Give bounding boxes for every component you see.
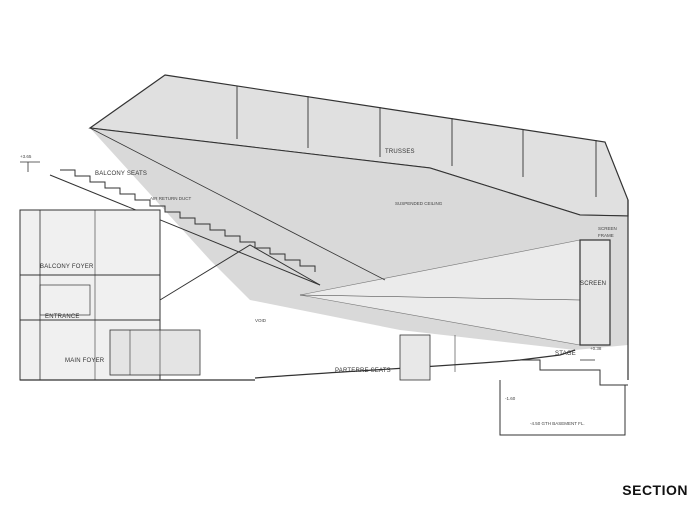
label-level-pit: -1.60	[505, 396, 516, 401]
label-balcony-foyer: BALCONY FOYER	[40, 264, 94, 270]
label-trusses: TRUSSES	[385, 149, 415, 155]
label-screen: SCREEN	[580, 281, 606, 287]
label-entrance: ENTRANCE	[45, 314, 80, 320]
label-stage: STAGE	[555, 351, 576, 357]
suspended-ceiling-line	[89, 127, 629, 217]
label-parterre-seats: PARTERRE SEATS	[335, 368, 391, 374]
label-level-stage: +0.38	[590, 346, 602, 351]
label-level-top: +3.65	[20, 154, 32, 159]
lobby-block	[19, 209, 201, 381]
label-main-foyer: MAIN FOYER	[65, 358, 105, 364]
screen-frame	[579, 239, 611, 346]
pit	[499, 380, 626, 436]
label-suspended-ceiling: SUSPENDED CEILING	[395, 201, 443, 206]
label-balcony-seats: BALCONY SEATS	[95, 171, 147, 177]
drawing-caption: SECTION	[622, 482, 688, 498]
label-void: VOID	[255, 318, 267, 323]
label-level-basement: -4.50 GTH BASEMENT FL.	[530, 421, 585, 426]
label-air-return-duct: AIR RETURN DUCT	[150, 196, 192, 201]
balcony-seating-stairs	[60, 169, 316, 272]
truss-verticals	[236, 86, 597, 197]
label-screen-frame-2: FRAME	[598, 233, 614, 238]
parterre-floor	[254, 349, 576, 379]
label-screen-frame-1: SCREEN	[598, 226, 617, 231]
